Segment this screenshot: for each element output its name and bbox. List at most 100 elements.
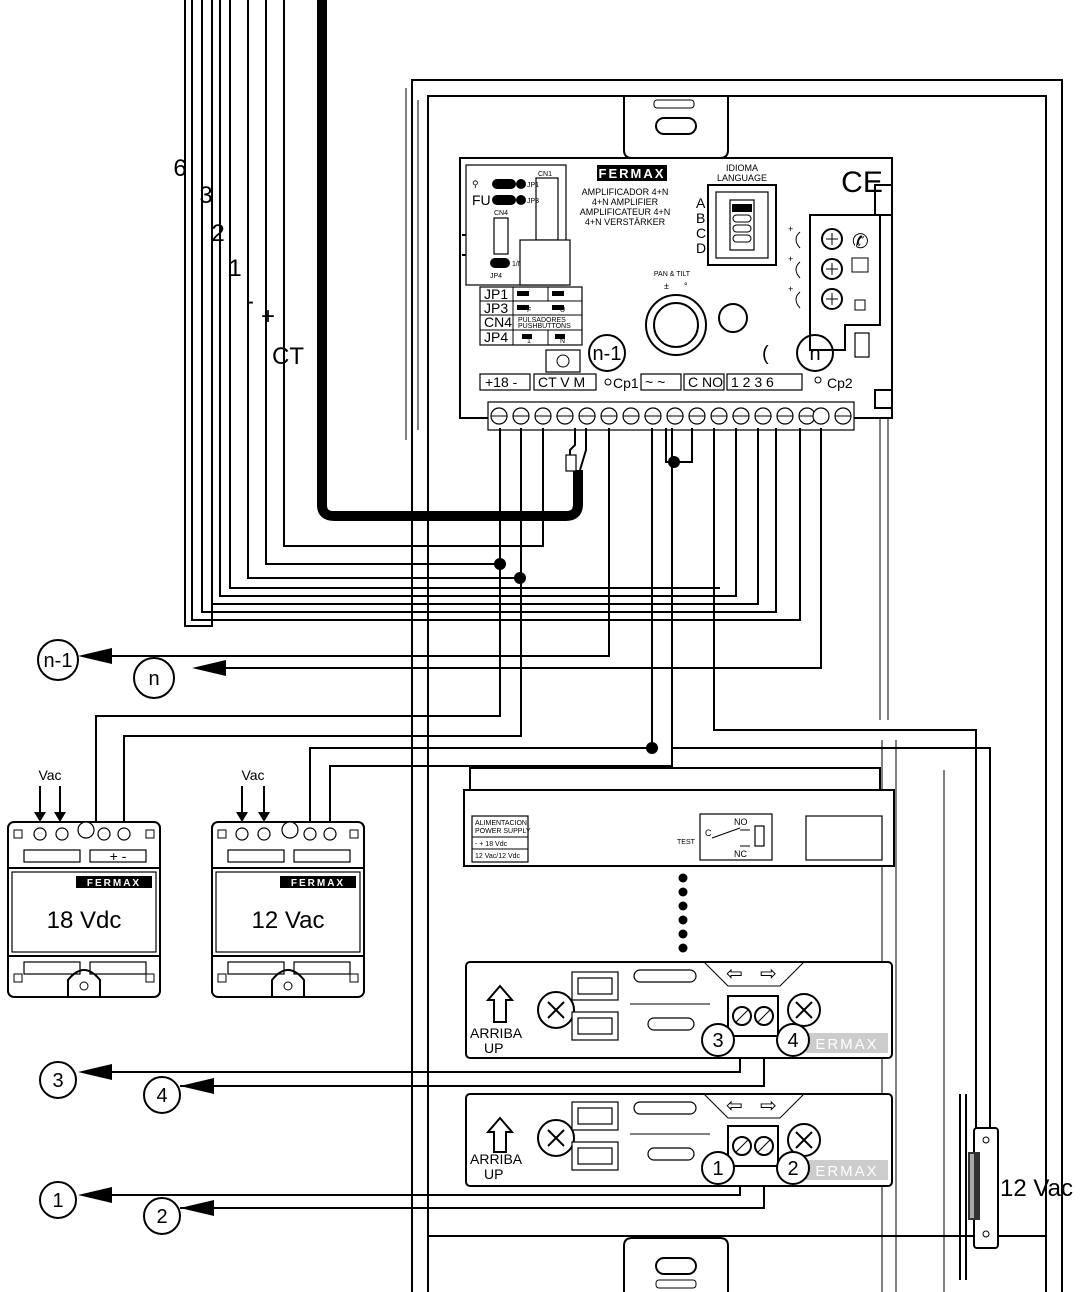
cn4-connector <box>493 217 509 255</box>
button-module-1: ARRIBA UP ⇦ ⇨ ERMAX 3 4 <box>465 961 893 1059</box>
lang-option-b: B <box>696 210 705 226</box>
svg-text:+: + <box>788 254 793 264</box>
pan-tilt-knob[interactable] <box>645 294 707 356</box>
jp1-label-small: JP1 <box>527 182 539 189</box>
module1-terminal-4-label: 4 <box>787 1030 798 1052</box>
module1-up-label-2: UP <box>484 1040 503 1056</box>
cp2-label: Cp2 <box>827 375 853 391</box>
module1-brand: ERMAX <box>815 1036 878 1053</box>
arrow-label-n-minus-1: n-1 <box>44 650 73 672</box>
arrow-label-1: 1 <box>52 1190 63 1212</box>
cp1-label: Cp1 <box>613 375 639 391</box>
cp2-marker-label: n <box>809 343 820 365</box>
terminal-label-strip: +18 - CT V M Cp1 ~ ~ C NO 1 2 3 6 Cp2 <box>479 373 853 391</box>
volume-pot-1[interactable] <box>821 228 843 250</box>
switch-no-label: NO <box>734 817 748 827</box>
jp3-jumper[interactable] <box>492 195 526 205</box>
pushbuttons-label: PUSHBUTTONS <box>518 323 571 330</box>
arrow-label-2: 2 <box>156 1206 167 1228</box>
amp-title-2: 4+N AMPLIFIER <box>592 197 659 207</box>
arrow-circle-4 <box>143 1076 181 1114</box>
switch-c-label: C <box>705 828 712 838</box>
output-arrows: n-1 n 3 4 1 2 <box>37 639 226 1235</box>
wire-label-3: 3 <box>199 182 212 209</box>
pulsadores-label: PULSADORES <box>518 317 566 324</box>
wire-label-ct: CT <box>272 343 304 370</box>
arrow-circle-n-minus-1 <box>37 639 79 681</box>
jumper-table-cn4: CN4 <box>484 314 512 330</box>
terminal-screws <box>490 407 852 425</box>
module2-right-arrow-icon: ⇨ <box>760 1095 777 1117</box>
jumper-table-f: F <box>527 307 531 314</box>
module2-terminal-2[interactable] <box>776 1151 810 1185</box>
arrow-label-4: 4 <box>156 1085 167 1107</box>
cn4-label-small: CN4 <box>494 210 508 217</box>
jp4-value-n: N <box>560 338 565 345</box>
terminal-group-buttons: 1 2 3 6 <box>731 374 774 390</box>
jp4-1n-label: 1/N <box>512 261 523 268</box>
jp3-label-small: JP3 <box>527 198 539 205</box>
arrow-label-n: n <box>148 668 159 690</box>
module2-terminal-2-label: 2 <box>787 1158 798 1180</box>
psu1-output: 18 Vdc <box>47 907 122 934</box>
power-module-voltage-2: 12 Vac/12 Vdc <box>475 853 521 860</box>
volume-pot-2[interactable] <box>821 258 843 280</box>
module1-right-arrow-icon: ⇨ <box>760 963 777 985</box>
terminal-group-ac: ~ ~ <box>645 374 665 390</box>
module1-connector-2 <box>577 1017 613 1035</box>
door-lock: 12 Vac <box>959 1094 1073 1280</box>
lang-option-c: C <box>696 225 706 241</box>
jumper-table: JP1 JP3 CN4 JP4 F U PULSADORES PUSHBUTTO… <box>479 286 583 346</box>
ce-mark: CE <box>841 166 883 199</box>
module1-terminal-3[interactable] <box>701 1023 735 1057</box>
jp4-value-1: 1 <box>527 338 531 345</box>
door-icon <box>854 299 866 311</box>
power-module: ALIMENTACION POWER SUPPLY - + 18 Vdc 12 … <box>463 767 895 867</box>
psu2-vac-label: Vac <box>241 767 264 783</box>
wire-label-2: 2 <box>211 220 224 247</box>
camera-icon <box>851 257 869 273</box>
amp-title-3: AMPLIFICATEUR 4+N <box>580 207 671 217</box>
svg-text:⚲: ⚲ <box>472 179 479 189</box>
power-supply-18vdc: Vac + - FERMAX 18 Vdc <box>7 767 161 998</box>
cp2-marker <box>796 334 834 372</box>
up-arrow-icon-2 <box>485 1116 515 1153</box>
module2-brand: ERMAX <box>815 1163 878 1180</box>
module1-terminal-4[interactable] <box>776 1023 810 1057</box>
module2-left-arrow-icon: ⇦ <box>726 1095 743 1117</box>
module2-terminal-1[interactable] <box>701 1151 735 1185</box>
fu-label: FU <box>472 192 491 208</box>
module1-terminal-3-label: 3 <box>712 1030 723 1052</box>
pan-tilt-label: PAN & TILT <box>654 271 691 278</box>
wire-label-6: 6 <box>173 155 186 182</box>
led-indicator <box>718 303 748 333</box>
cp1-marker-label: n-1 <box>593 343 622 365</box>
module1-screw-left <box>537 991 575 1029</box>
svg-text:+: + <box>788 284 793 294</box>
power-module-label-1: ALIMENTACION <box>475 820 527 827</box>
volume-pot-3[interactable] <box>821 288 843 310</box>
psu2-output: 12 Vac <box>252 907 325 934</box>
module2-up-label-2: UP <box>484 1166 503 1182</box>
module2-up-label-1: ARRIBA <box>470 1151 523 1167</box>
jp1-jumper[interactable] <box>492 179 526 189</box>
jumper-table-u: U <box>560 307 565 314</box>
psu1-brand: FERMAX <box>87 878 141 889</box>
wire-label-minus: - <box>246 288 254 315</box>
module2-connector-2 <box>577 1147 613 1165</box>
jumper-table-jp4: JP4 <box>484 329 508 345</box>
terminal-group-power: +18 - <box>485 374 518 390</box>
pan-tilt-degree: ° <box>684 281 688 291</box>
module2-connector-1 <box>577 1107 613 1125</box>
jumper-table-jp3: JP3 <box>484 300 508 316</box>
button-module-2: ARRIBA UP ⇦ ⇨ ERMAX 1 2 <box>465 1093 893 1187</box>
psu2-brand: FERMAX <box>291 878 345 889</box>
dotted-link <box>678 873 688 953</box>
jp4-jumper[interactable] <box>490 258 510 268</box>
idioma-label: IDIOMA <box>726 163 758 173</box>
language-label: LANGUAGE <box>717 173 767 183</box>
switch-nc-label: NC <box>734 849 747 859</box>
module1-screw-right <box>787 993 821 1027</box>
wire-label-1: 1 <box>228 255 241 282</box>
